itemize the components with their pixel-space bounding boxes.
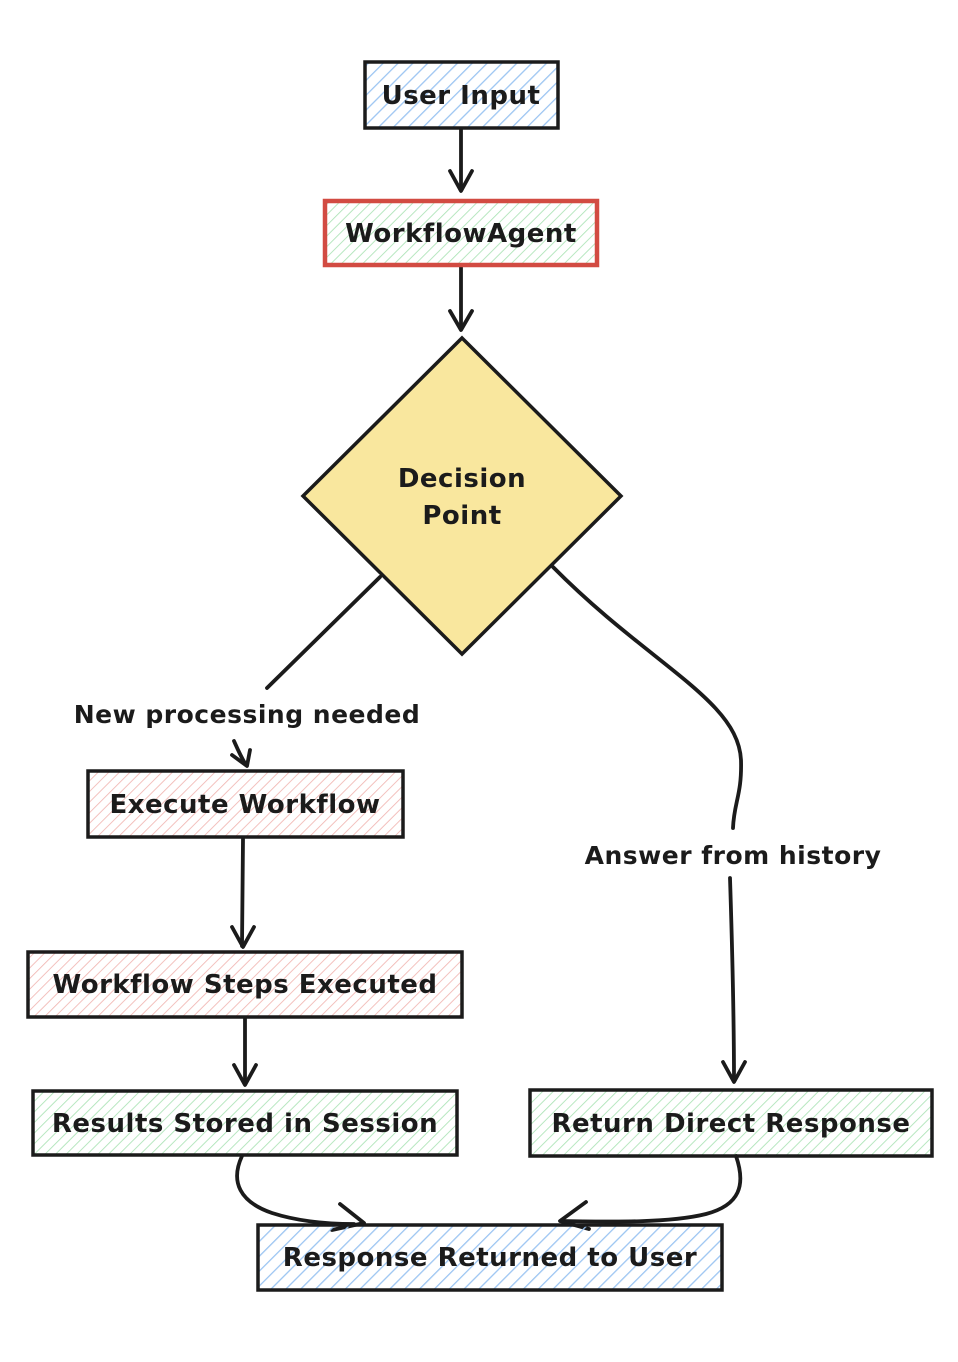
return-direct-response-label: Return Direct Response: [551, 1109, 910, 1139]
workflow-agent-label: WorkflowAgent: [345, 219, 577, 249]
decision-point-diamond: [300, 335, 624, 657]
execute-workflow-label: Execute Workflow: [109, 790, 380, 820]
node-results-stored-in-session: Results Stored in Session: [31, 1089, 459, 1157]
node-user-input: User Input: [363, 60, 560, 130]
edge-execute-to-steps: [230, 837, 256, 949]
workflow-steps-executed-label: Workflow Steps Executed: [52, 970, 437, 1000]
arrow-shaft: [240, 837, 245, 948]
node-workflow-agent: WorkflowAgent: [322, 198, 600, 268]
edge-decision-to-execute-workflow: [230, 575, 382, 768]
arrow-head-icon: [448, 169, 474, 193]
results-stored-in-session-box: [31, 1089, 459, 1157]
arrow-shaft: [560, 1154, 743, 1224]
arrow-shaft: [728, 876, 736, 1083]
arrow-head-icon: [230, 748, 252, 768]
node-execute-workflow: Execute Workflow: [86, 769, 405, 839]
return-direct-response-box: [528, 1088, 934, 1158]
execute-workflow-box: [86, 769, 405, 839]
node-workflow-steps-executed: Workflow Steps Executed: [26, 950, 464, 1019]
arrow-head-icon: [721, 1060, 747, 1084]
workflow-steps-executed-box: [26, 950, 464, 1019]
workflow-agent-box: [322, 198, 600, 268]
arrow-head-icon: [232, 1063, 258, 1087]
arrow-head-icon: [448, 309, 474, 332]
edge-user-input-to-workflowagent: [448, 128, 474, 193]
branch-curve: [551, 565, 743, 830]
edge-label-answer-from-history: Answer from history: [585, 841, 882, 870]
branch-line: [265, 575, 382, 690]
edge-steps-to-results: [232, 1017, 258, 1087]
user-input-label: User Input: [382, 81, 541, 111]
arrow-head-icon: [230, 925, 256, 949]
node-return-direct-response: Return Direct Response: [528, 1088, 934, 1158]
response-returned-to-user-label: Response Returned to User: [283, 1243, 697, 1273]
edge-decision-to-return-direct: [551, 565, 747, 1084]
edge-workflowagent-to-decision: [448, 265, 474, 332]
decision-point-label-line2: Point: [422, 501, 501, 531]
user-input-box: [363, 60, 560, 130]
response-returned-to-user-box: [256, 1223, 724, 1292]
node-decision-point: Decision Point: [300, 335, 624, 657]
results-stored-in-session-label: Results Stored in Session: [52, 1109, 438, 1139]
edge-label-new-processing-needed: New processing needed: [74, 700, 421, 729]
decision-point-label-line1: Decision: [398, 464, 526, 494]
node-response-returned-to-user: Response Returned to User: [256, 1223, 724, 1292]
